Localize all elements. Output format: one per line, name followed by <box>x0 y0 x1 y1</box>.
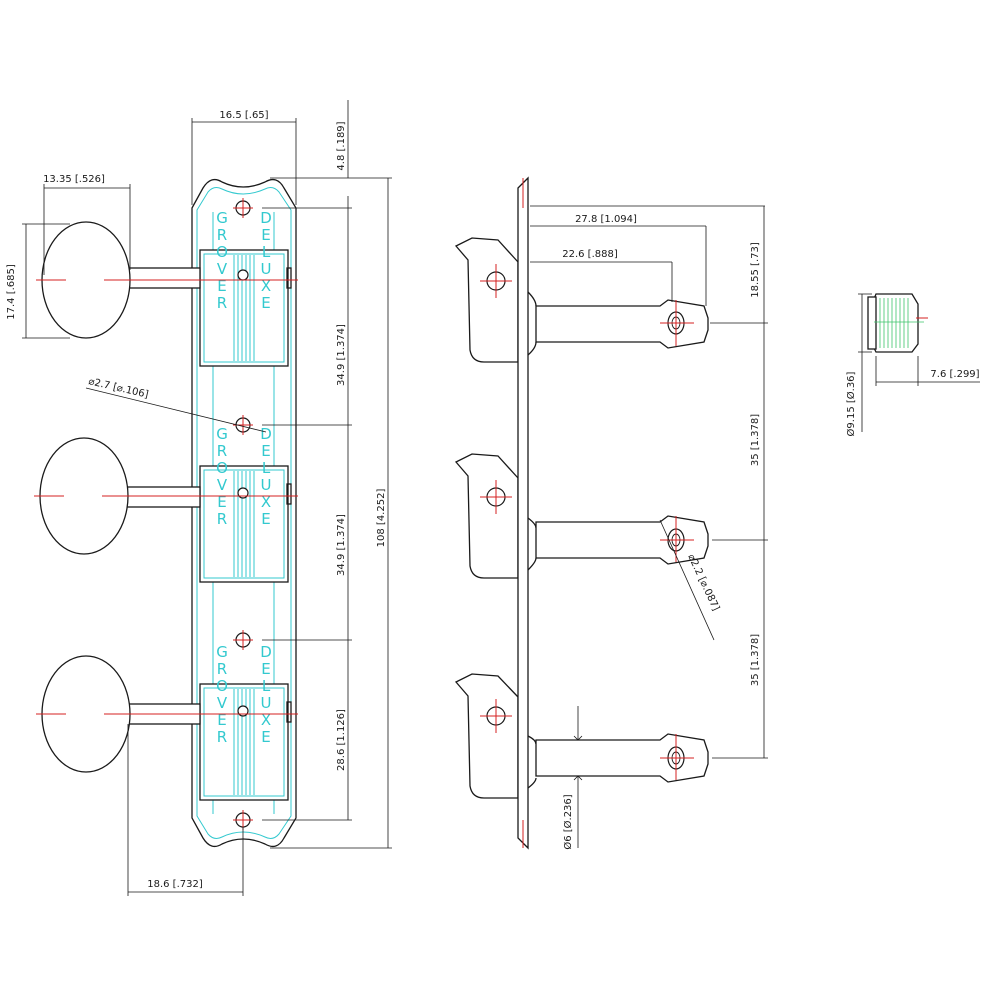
engraving-deluxe-3: DELUXE <box>257 643 275 745</box>
engraving-deluxe-1: DELUXE <box>257 209 275 311</box>
gear-housing-2 <box>199 465 292 583</box>
dim-bushing-length: 7.6 [.299] <box>930 369 979 380</box>
dim-button-depth: 13.35 [.526] <box>43 174 105 185</box>
front-view: GROVER DELUXE GROVER DELUXE GROVER DELUX… <box>34 178 298 848</box>
dim-button-height: 17.4 [.685] <box>6 264 17 320</box>
mounting-holes <box>233 198 253 830</box>
side-knob-2 <box>454 453 519 579</box>
dim-bushing-diameter: Ø9.15 [Ø.36] <box>845 371 857 436</box>
dim-string-hole-diameter: ⌀2.2 [⌀.087] <box>685 553 721 613</box>
side-knob-3 <box>454 673 519 799</box>
side-knob-1 <box>454 237 519 363</box>
dim-post-spacing-1: 35 [1.378] <box>750 414 761 466</box>
dim-spacing-1: 34.9 [1.374] <box>336 324 347 386</box>
tuner-button-1 <box>41 221 201 339</box>
dim-button-offset: 18.6 [.732] <box>147 879 203 890</box>
dim-post-diameter: Ø6 [Ø.236] <box>562 794 574 849</box>
dim-plate-width: 16.5 [.65] <box>219 110 268 121</box>
dim-post-length: 27.8 [1.094] <box>575 214 637 225</box>
tuner-button-2 <box>39 437 201 555</box>
dim-post-spacing-2: 35 [1.378] <box>750 634 761 686</box>
dim-side-top-offset: 18.55 [.73] <box>750 242 761 298</box>
dim-spacing-3: 28.6 [1.126] <box>336 709 347 771</box>
side-plate <box>517 176 529 850</box>
engraving-deluxe-2: DELUXE <box>257 425 275 527</box>
string-post-1 <box>535 299 709 349</box>
dim-post-hole-position: 22.6 [.888] <box>562 249 618 260</box>
front-dimensions: 16.5 [.65] 13.35 [.526] 17.4 [.685] ⌀2.7… <box>6 100 392 896</box>
side-view <box>454 176 709 850</box>
dim-overall-length: 108 [4.252] <box>376 489 387 548</box>
engraving-grover-1: GROVER <box>213 209 231 311</box>
gear-housing-1 <box>199 249 292 367</box>
bushing-dimensions: Ø9.15 [Ø.36] 7.6 [.299] <box>845 293 980 436</box>
engraving-grover-2: GROVER <box>213 425 231 527</box>
dim-spacing-2: 34.9 [1.374] <box>336 514 347 576</box>
string-post-3 <box>535 733 709 783</box>
engraving-grover-3: GROVER <box>213 643 231 745</box>
string-post-2 <box>535 515 709 565</box>
dim-hole-diameter: ⌀2.7 [⌀.106] <box>87 376 149 401</box>
bushing-detail <box>867 293 928 353</box>
dim-top-offset: 4.8 [.189] <box>336 121 347 170</box>
